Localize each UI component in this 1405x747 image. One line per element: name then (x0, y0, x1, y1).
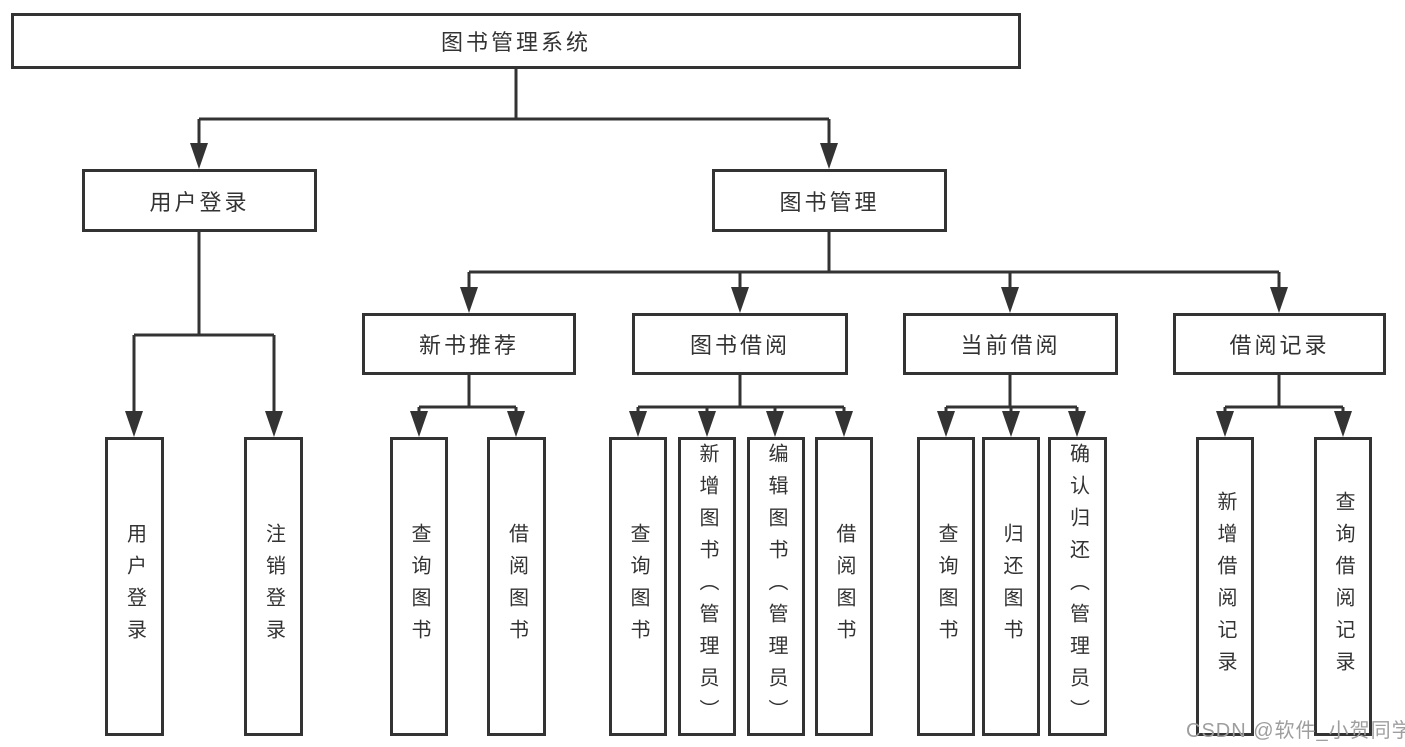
node-root: 图书管理系统 (11, 13, 1021, 69)
edge-user-login-to-leaves (125, 232, 283, 437)
leaf-user-login: 用户登录 (105, 437, 164, 736)
leaf-bb-borrow-books-label: 借阅图书 (833, 522, 855, 651)
leaf-rec-borrow-books: 借阅图书 (487, 437, 546, 736)
arrowhead-icon (835, 411, 853, 437)
arrowhead-icon (629, 411, 647, 437)
leaf-br-query-record-label: 查询借阅记录 (1332, 490, 1354, 683)
node-book-borrowing: 图书借阅 (632, 313, 848, 375)
arrowhead-icon (937, 411, 955, 437)
leaf-user-login-label: 用户登录 (123, 522, 146, 651)
connector-line (132, 232, 276, 413)
edge-book-mgmt-to-level3 (460, 232, 1288, 313)
leaf-bb-add-books-admin: 新增图书（管理员） (678, 437, 736, 736)
leaf-logout: 注销登录 (244, 437, 303, 736)
leaf-cb-query-books-label: 查询图书 (935, 522, 957, 651)
arrowhead-icon (125, 411, 143, 437)
arrowhead-icon (766, 411, 784, 437)
arrowhead-icon (265, 411, 283, 437)
node-new-book-recommend: 新书推荐 (362, 313, 576, 375)
leaf-bb-borrow-books: 借阅图书 (815, 437, 873, 736)
connector-line (417, 374, 518, 413)
node-borrowing-records: 借阅记录 (1173, 313, 1386, 375)
arrowhead-icon (698, 411, 716, 437)
arrowhead-icon (820, 143, 838, 169)
edge-root-to-level2 (190, 68, 838, 169)
arrowhead-icon (1334, 411, 1352, 437)
arrowhead-icon (1002, 411, 1020, 437)
leaf-br-query-record: 查询借阅记录 (1314, 437, 1372, 736)
node-borrowing-records-label: 借阅记录 (1229, 333, 1330, 358)
leaf-logout-label: 注销登录 (262, 522, 285, 651)
leaf-rec-query-books: 查询图书 (390, 437, 448, 736)
arrowhead-icon (460, 287, 478, 313)
connector-line (944, 374, 1079, 413)
node-user-login-label: 用户登录 (149, 189, 250, 215)
arrowhead-icon (1270, 287, 1288, 313)
leaf-cb-return-books: 归还图书 (982, 437, 1040, 736)
leaf-bb-query-books-label: 查询图书 (627, 522, 649, 651)
arrowhead-icon (731, 287, 749, 313)
arrowhead-icon (190, 143, 208, 169)
node-current-borrowing-label: 当前借阅 (960, 333, 1061, 358)
edge-new-book-rec-to-leaves (410, 374, 525, 437)
connector-line (1223, 374, 1345, 413)
leaf-rec-query-books-label: 查询图书 (408, 522, 430, 651)
edge-current-borrow-to-leaves (937, 374, 1086, 437)
edge-book-borrow-to-leaves (629, 374, 853, 437)
leaf-bb-edit-books-admin-label: 编辑图书（管理员） (765, 442, 787, 731)
leaf-cb-return-books-label: 归还图书 (1000, 522, 1022, 651)
arrowhead-icon (507, 411, 525, 437)
node-book-management: 图书管理 (712, 169, 947, 232)
node-root-label: 图书管理系统 (440, 30, 591, 55)
leaf-cb-confirm-return-admin-label: 确认归还（管理员） (1066, 442, 1089, 731)
csdn-watermark: CSDN @软件_小贺同学 (1186, 720, 1405, 742)
leaf-br-add-record-label: 新增借阅记录 (1214, 490, 1236, 683)
arrowhead-icon (410, 411, 428, 437)
arrowhead-icon (1216, 411, 1234, 437)
connector-line (467, 232, 1281, 289)
node-book-management-label: 图书管理 (779, 189, 880, 215)
leaf-bb-edit-books-admin: 编辑图书（管理员） (747, 437, 805, 736)
connector-line (636, 374, 846, 413)
node-user-login: 用户登录 (82, 169, 317, 232)
leaf-cb-query-books: 查询图书 (917, 437, 975, 736)
leaf-cb-confirm-return-admin: 确认归还（管理员） (1048, 437, 1107, 736)
node-current-borrowing: 当前借阅 (903, 313, 1118, 375)
connector-line (197, 68, 831, 145)
arrowhead-icon (1001, 287, 1019, 313)
arrowhead-icon (1068, 411, 1086, 437)
edge-borrow-records-to-leaves (1216, 374, 1352, 437)
leaf-br-add-record: 新增借阅记录 (1196, 437, 1254, 736)
leaf-bb-add-books-admin-label: 新增图书（管理员） (696, 442, 718, 731)
leaf-rec-borrow-books-label: 借阅图书 (505, 522, 528, 651)
node-book-borrowing-label: 图书借阅 (689, 333, 790, 358)
leaf-bb-query-books: 查询图书 (609, 437, 667, 736)
node-new-book-recommend-label: 新书推荐 (418, 333, 519, 358)
